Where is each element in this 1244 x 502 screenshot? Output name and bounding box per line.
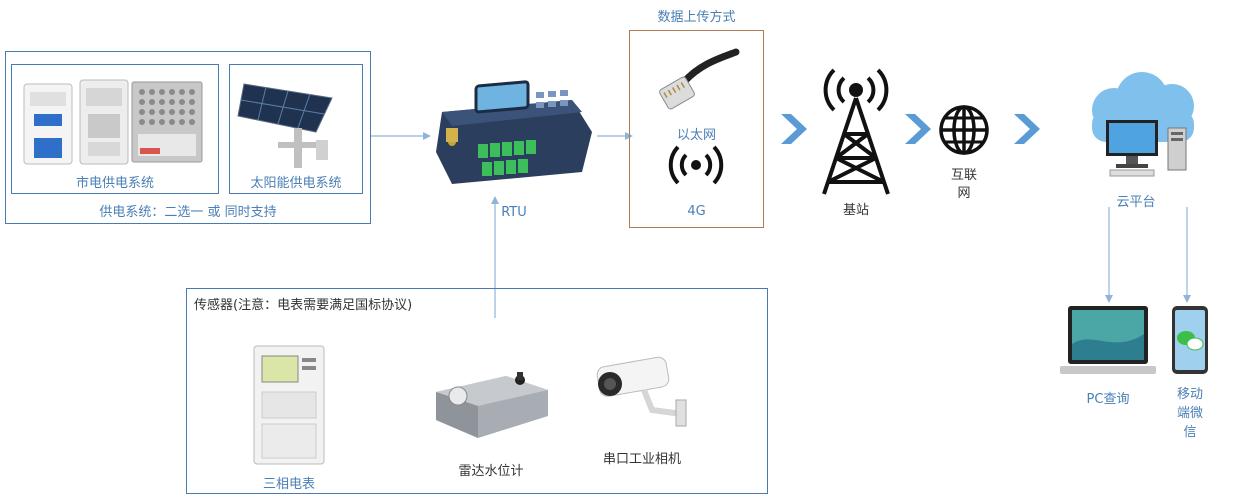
grid-power-devices-image — [22, 78, 212, 170]
mobile-phone-icon — [1170, 304, 1210, 376]
electric-meter-image — [252, 344, 326, 466]
cellular-label: 4G — [629, 204, 764, 219]
cellular-signal-icon — [664, 142, 728, 188]
chevron-right-icon — [781, 114, 807, 144]
radar-level-meter-image — [432, 372, 552, 454]
mobile-label-line3: 信 — [1166, 421, 1214, 440]
sensors-group-label: 传感器(注意：电表需要满足国标协议) — [194, 294, 412, 313]
chevron-right-icon — [905, 114, 931, 144]
mobile-label-line2: 端微 — [1166, 402, 1214, 421]
laptop-icon — [1058, 304, 1158, 380]
rtu-to-upload-arrow — [597, 131, 633, 141]
internet-label-line2: 网 — [940, 182, 988, 201]
internet-label-line1: 互联 — [940, 164, 988, 183]
electric-meter-label: 三相电表 — [239, 473, 339, 492]
base-station-label: 基站 — [828, 199, 884, 218]
rtu-device-image — [432, 72, 596, 192]
pc-query-label: PC查询 — [1068, 388, 1148, 407]
solar-panel-image — [238, 80, 356, 172]
power-group-label: 供电系统：二选一 或 同时支持 — [5, 201, 371, 220]
solar-power-label: 太阳能供电系统 — [229, 172, 363, 191]
chevron-right-icon — [1014, 114, 1040, 144]
radar-level-meter-label: 雷达水位计 — [436, 460, 546, 479]
base-station-tower-icon — [814, 70, 898, 196]
grid-power-label: 市电供电系统 — [11, 172, 219, 191]
industrial-camera-image — [592, 354, 696, 428]
mobile-label-line1: 移动 — [1166, 383, 1214, 402]
cloud-to-mobile-arrow — [1182, 207, 1192, 303]
industrial-camera-label: 串口工业相机 — [584, 448, 700, 467]
cloud-platform-icon — [1080, 70, 1206, 180]
power-to-rtu-arrow — [371, 131, 431, 141]
cloud-to-pc-arrow — [1104, 207, 1114, 303]
internet-globe-icon — [938, 104, 990, 156]
ethernet-cable-icon — [650, 48, 742, 116]
upload-method-title: 数据上传方式 — [629, 6, 764, 25]
ethernet-label: 以太网 — [629, 124, 764, 143]
